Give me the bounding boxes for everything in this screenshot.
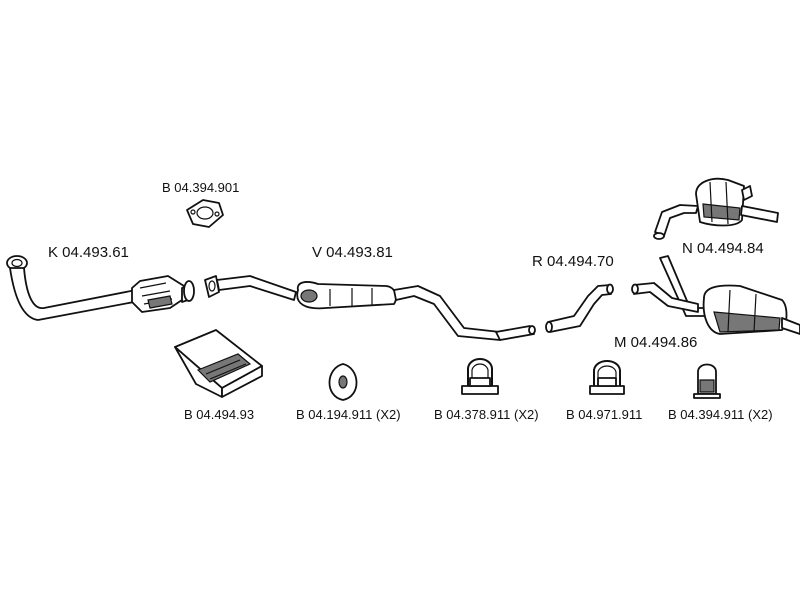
part-label-r: R 04.494.70 [532,253,614,270]
part-label-n: N 04.494.84 [682,240,764,257]
part-label-k: K 04.493.61 [48,244,129,261]
mounting-kit-b[interactable] [174,329,263,398]
clamp-b-1[interactable] [461,358,499,395]
hanger-b-2[interactable] [693,363,721,399]
clamp-b-2[interactable] [589,360,625,395]
part-label-clamp-2: B 04.971.911 [566,407,643,422]
connecting-pipe-r[interactable] [545,283,614,333]
rear-muffler-m[interactable] [631,255,800,335]
part-label-gasket-top: B 04.394.901 [162,180,240,195]
part-label-v: V 04.493.81 [312,244,393,261]
part-label-m: M 04.494.86 [614,334,698,351]
rear-muffler-n[interactable] [653,177,779,240]
front-pipe-catalyst-k[interactable] [6,255,195,321]
part-label-hanger-2: B 04.394.911 (X2) [668,407,773,422]
part-label-mount-kit: B 04.494.93 [184,407,255,422]
center-muffler-pipe-v[interactable] [204,275,536,341]
hanger-b-1[interactable] [328,363,358,401]
part-label-clamp-1: B 04.378.911 (X2) [434,407,539,422]
part-label-hanger-1: B 04.194.911 (X2) [296,407,401,422]
gasket-top-b[interactable] [186,199,224,228]
